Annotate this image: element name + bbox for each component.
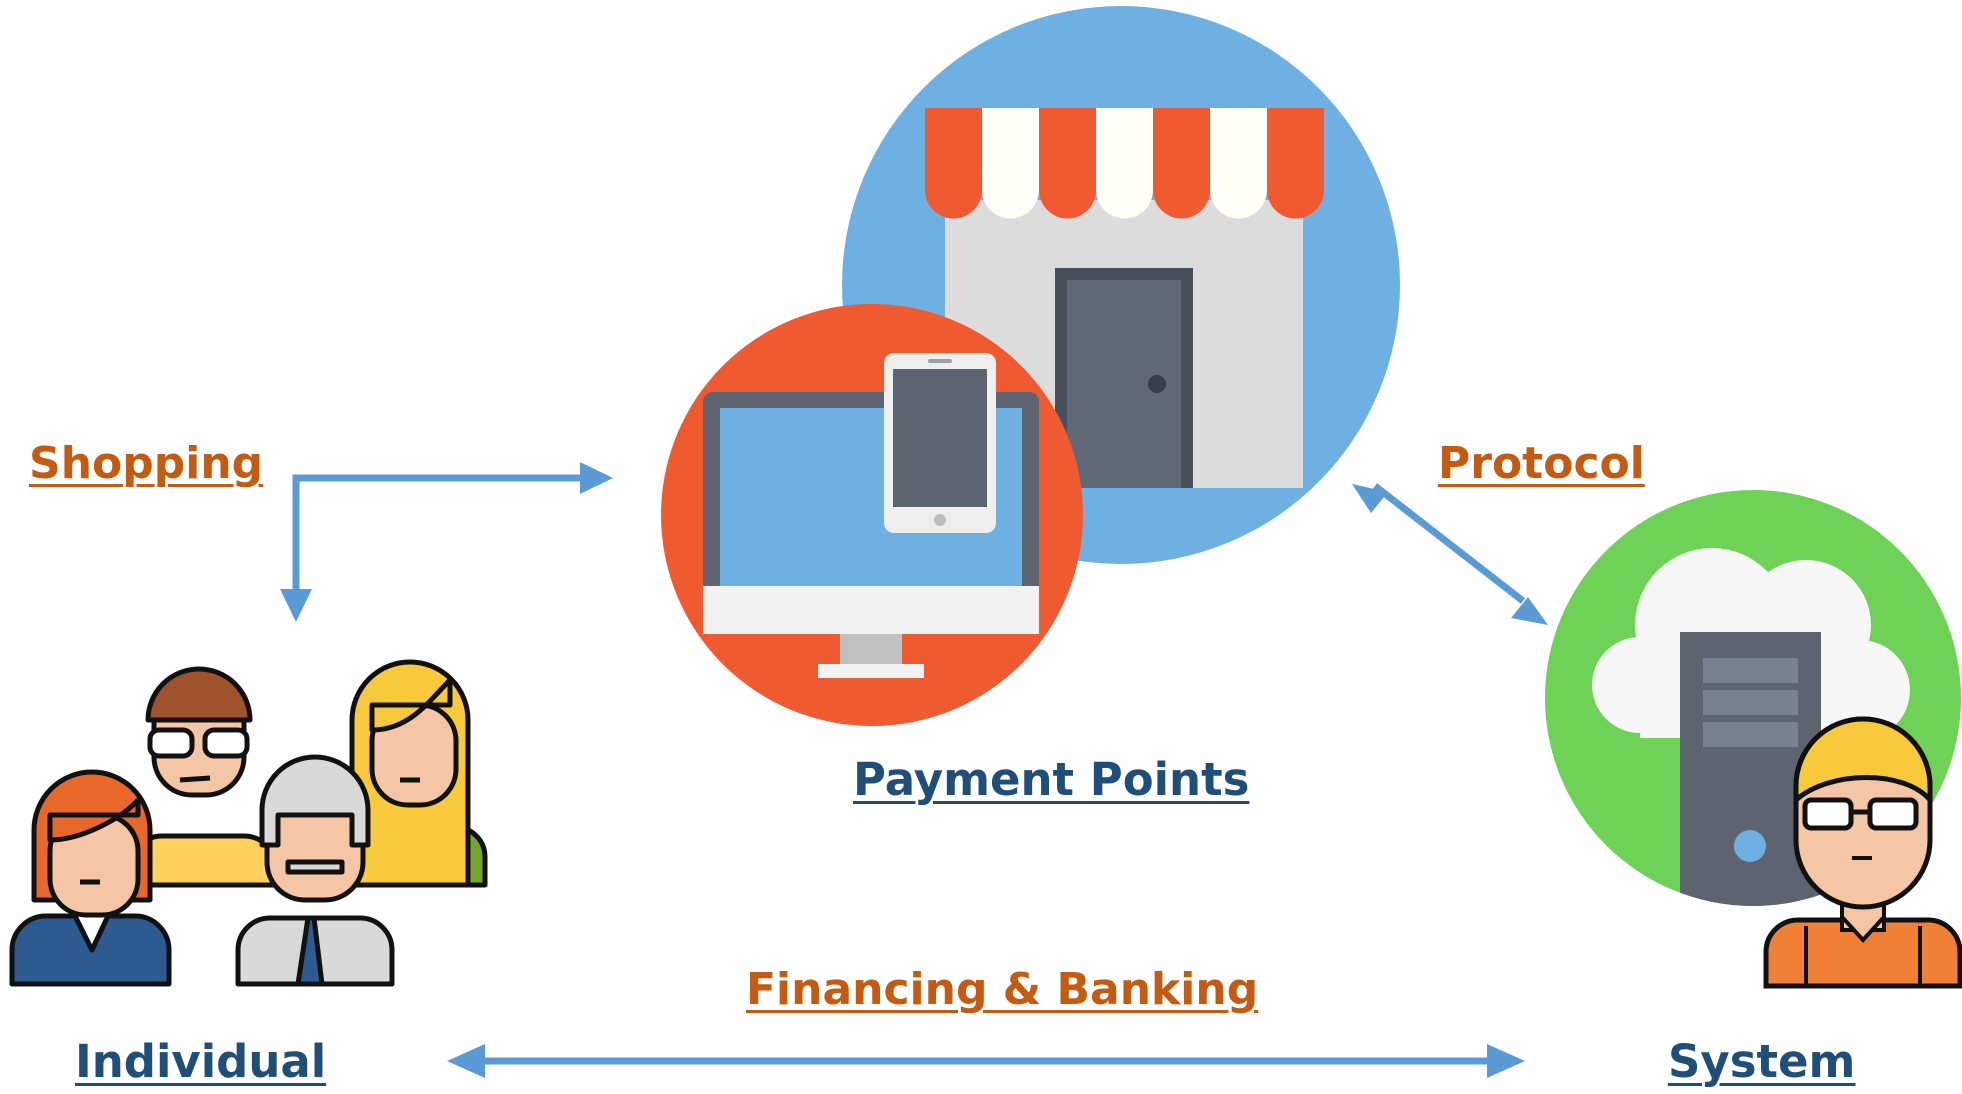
person-glasses-man	[127, 666, 279, 888]
protocol-arrow	[1352, 483, 1548, 625]
phone-speaker	[928, 359, 952, 363]
payment-points-label: Payment Points	[853, 753, 1250, 806]
monitor-stand	[840, 634, 902, 664]
phone-home-button	[934, 514, 946, 526]
people-group-icon	[9, 659, 488, 987]
person-blonde-woman	[349, 659, 488, 888]
individual-label: Individual	[75, 1035, 327, 1088]
financing-banking-label: Financing & Banking	[746, 964, 1259, 1015]
server-drive-1	[1703, 658, 1798, 683]
person-redhead-woman	[9, 769, 172, 987]
server-drive-2	[1703, 690, 1798, 715]
shopping-arrow	[292, 474, 585, 597]
computer-phone-icon	[661, 304, 1083, 726]
door-knob	[1148, 375, 1166, 393]
shopping-arrow-head-down	[280, 589, 312, 622]
monitor-bezel-bottom	[703, 586, 1039, 634]
store-awning	[925, 108, 1324, 219]
financing-arrow	[447, 1044, 1525, 1078]
person-old-man	[235, 754, 395, 987]
shopping-label: Shopping	[29, 438, 264, 489]
monitor-base	[818, 664, 924, 678]
shopping-arrow-head-right	[580, 462, 613, 494]
system-label: System	[1668, 1035, 1856, 1088]
server-power-light	[1734, 830, 1766, 862]
phone-screen	[893, 369, 987, 507]
protocol-label: Protocol	[1438, 438, 1645, 489]
server-drive-3	[1703, 722, 1798, 747]
developer-person-icon	[1763, 716, 1962, 989]
